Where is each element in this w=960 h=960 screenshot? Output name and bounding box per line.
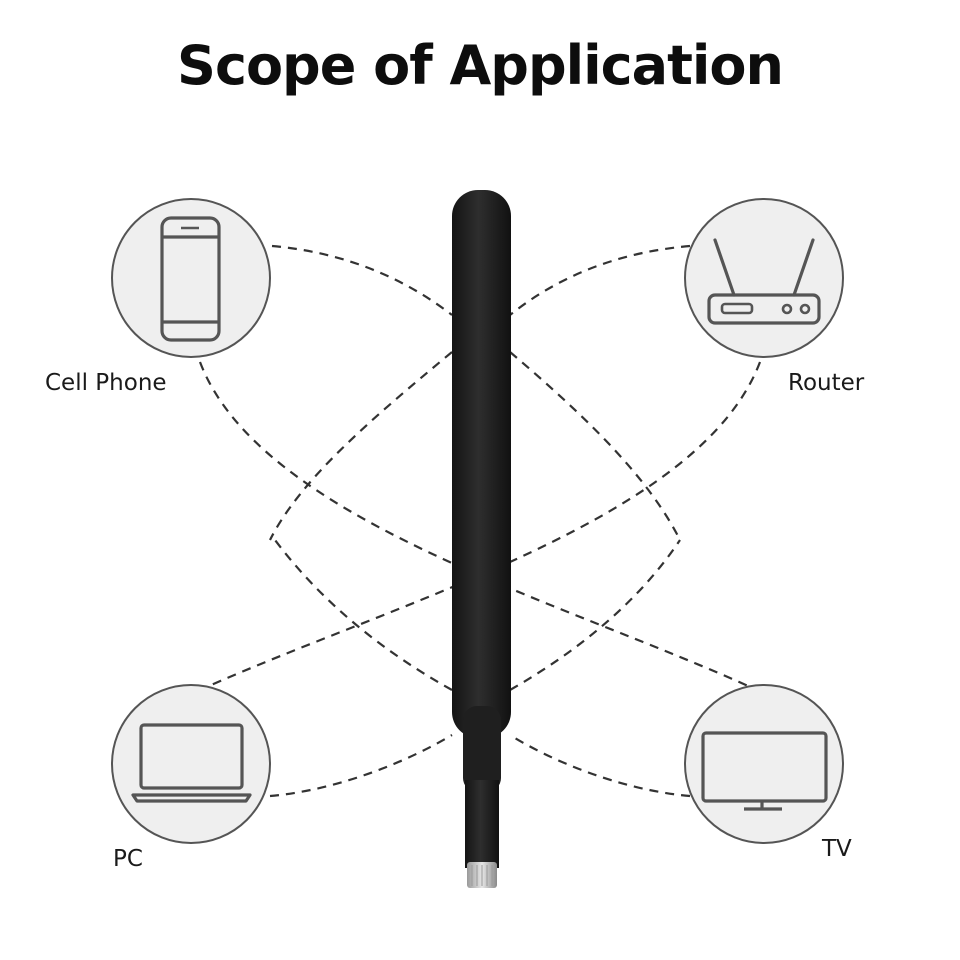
device-circle bbox=[111, 684, 271, 844]
antenna-hinge bbox=[463, 706, 501, 792]
antenna-image bbox=[452, 190, 511, 888]
tv-icon bbox=[701, 731, 828, 811]
router-label: Router bbox=[788, 370, 865, 396]
pc-label: PC bbox=[113, 846, 143, 872]
cell-phone-label: Cell Phone bbox=[45, 370, 167, 396]
device-circle bbox=[111, 198, 271, 358]
dashed-arc-center-upper-right bbox=[509, 351, 681, 541]
device-circle bbox=[684, 684, 844, 844]
phone-icon bbox=[160, 216, 221, 342]
dashed-arc-tv-bottom bbox=[509, 734, 691, 798]
dashed-arc-center-lower-right bbox=[509, 539, 681, 691]
dashed-connections bbox=[198, 244, 762, 798]
router-icon bbox=[707, 238, 821, 325]
page-title: Scope of Application bbox=[177, 34, 784, 97]
device-circle bbox=[684, 198, 844, 358]
dashed-arc-center-upper-left bbox=[269, 351, 453, 541]
antenna-stem bbox=[465, 780, 499, 868]
connector-knurling bbox=[471, 865, 493, 886]
dashed-arc-pc-bottom bbox=[269, 734, 453, 798]
dashed-arc-phone-top bbox=[271, 244, 453, 316]
device-tv bbox=[684, 684, 844, 844]
antenna-body bbox=[452, 190, 511, 738]
dashed-arc-router-to-pc bbox=[199, 361, 762, 692]
dashed-arc-router-top bbox=[509, 244, 691, 316]
dashed-arc-phone-to-tv bbox=[198, 361, 758, 692]
device-cell-phone bbox=[111, 198, 271, 358]
device-router bbox=[684, 198, 844, 358]
tv-label: TV bbox=[822, 836, 852, 862]
device-pc bbox=[111, 684, 271, 844]
dashed-arc-center-lower-left bbox=[274, 539, 453, 691]
laptop-icon bbox=[131, 723, 252, 803]
